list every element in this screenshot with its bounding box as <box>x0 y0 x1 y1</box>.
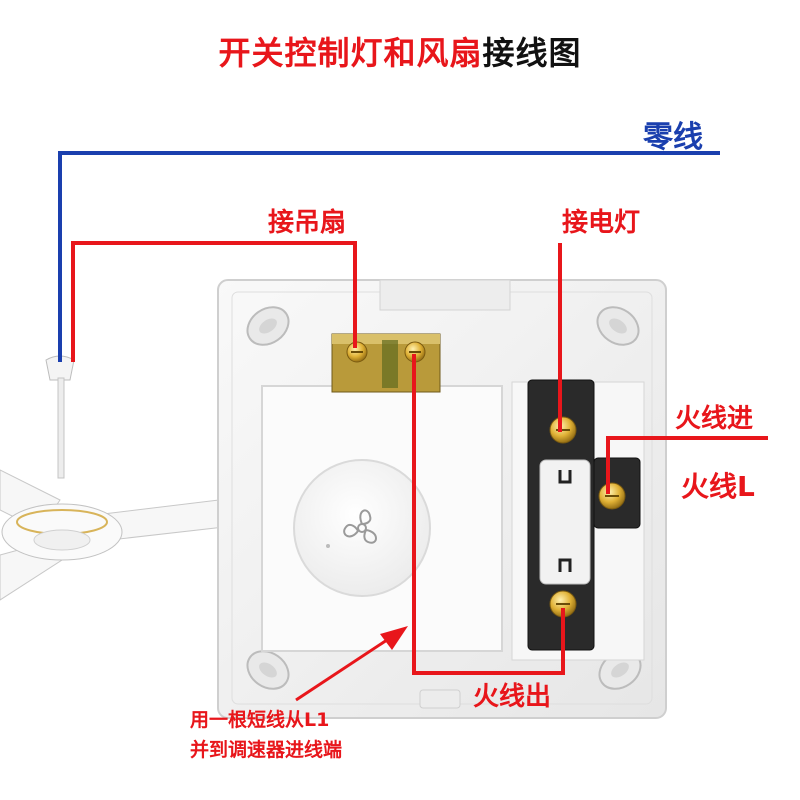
fan-wire <box>71 241 357 362</box>
live-out-wire <box>412 354 565 675</box>
jumper-note-line2: 并到调速器进线端 <box>190 739 343 761</box>
jumper-note-line1: 用一根短线从L1 <box>190 709 330 731</box>
fan-terminal-block <box>331 333 441 393</box>
jumper-arrow <box>295 626 408 702</box>
fan-speed-regulator <box>261 385 503 652</box>
neutral-wire <box>58 151 720 362</box>
lamp-connect-label: 接电灯 <box>562 208 641 238</box>
live-in-wire <box>606 436 768 494</box>
fan-connect-label: 接吊扇 <box>268 208 347 238</box>
title-red-part: 开关控制灯和风扇 <box>218 34 483 72</box>
fan-icon <box>343 509 377 544</box>
title-black-part: 接线图 <box>482 34 582 72</box>
diagram-title: 开关控制灯和风扇接线图 <box>0 28 800 74</box>
jumper-note: 用一根短线从L1 并到调速器进线端 <box>190 705 342 765</box>
neutral-label: 零线 <box>643 120 703 155</box>
live-out-label: 火线出 <box>473 682 552 712</box>
live-in-label: 火线进 <box>675 404 754 434</box>
live-l-label: 火线L <box>681 470 755 503</box>
light-switch-module <box>511 379 645 661</box>
